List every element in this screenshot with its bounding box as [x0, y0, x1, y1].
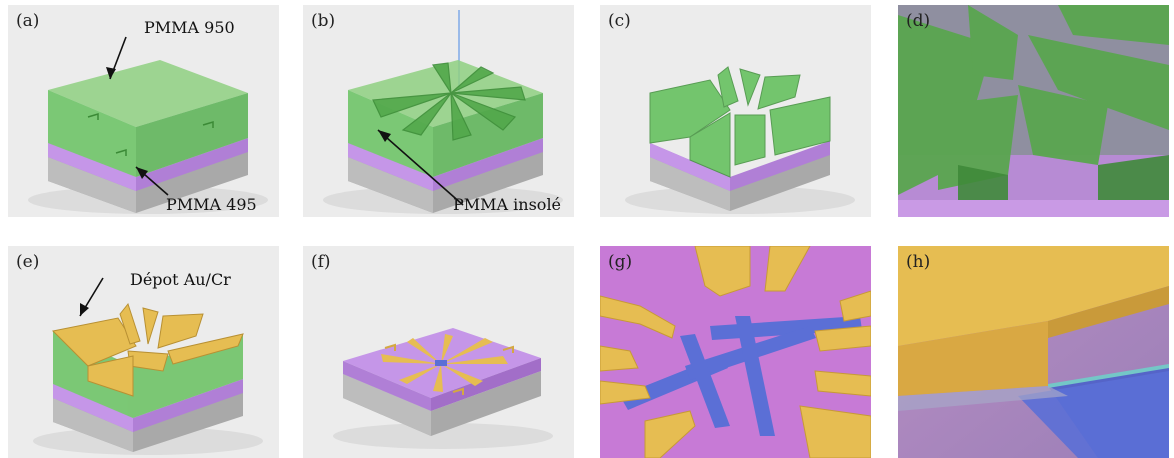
panel-label-f: (f): [311, 252, 331, 272]
panel-a-illustration: [8, 5, 279, 217]
panel-e-illustration: [8, 246, 279, 458]
panel-f: (f): [303, 246, 574, 458]
panel-g: (g): [600, 246, 871, 458]
panel-label-d: (d): [906, 11, 931, 31]
panel-label-e: (e): [16, 252, 40, 272]
panel-label-c: (c): [608, 11, 631, 31]
panel-d-illustration: [898, 5, 1169, 217]
panel-h-illustration: [898, 246, 1169, 458]
panel-b-illustration: [303, 5, 574, 217]
panel-c-illustration: [600, 5, 871, 217]
panel-a: (a) PMMA 950 PMMA 495: [8, 5, 279, 217]
panel-f-illustration: [303, 246, 574, 458]
panel-e: (e) Dépot Au/Cr: [8, 246, 279, 458]
panel-h: (h): [898, 246, 1169, 458]
annotation-pmma495: PMMA 495: [166, 195, 257, 214]
panel-d: (d): [898, 5, 1169, 217]
panel-c: (c): [600, 5, 871, 217]
annotation-pmma-insole: PMMA insolé: [453, 195, 562, 214]
annotation-pmma950: PMMA 950: [144, 18, 235, 37]
panel-label-g: (g): [608, 252, 633, 272]
panel-label-a: (a): [16, 11, 40, 31]
panel-label-b: (b): [311, 11, 336, 31]
panel-b: (b) PMMA insolé: [303, 5, 574, 217]
panel-label-h: (h): [906, 252, 931, 272]
panel-g-illustration: [600, 246, 871, 458]
annotation-depot: Dépot Au/Cr: [130, 270, 231, 289]
